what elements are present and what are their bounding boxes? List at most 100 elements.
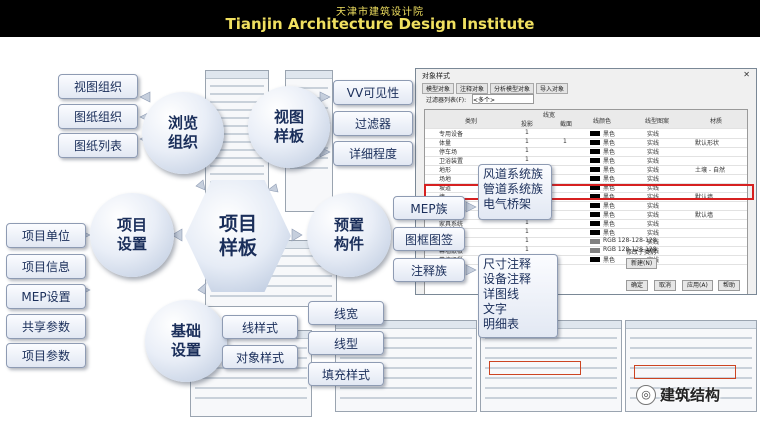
col-cut: 截面 (560, 121, 573, 128)
new-button[interactable]: 新建(N) (626, 258, 658, 269)
filter-label: 过滤器列表(F): (426, 97, 467, 104)
box-view-organization: 视图组织 (58, 74, 138, 99)
cell-line-color: 黑色 (603, 158, 616, 165)
header-bar: 天津市建筑设计院 Tianjin Architecture Design Ins… (0, 0, 760, 37)
color-swatch (590, 239, 600, 244)
box-mep-family: MEP族 (393, 196, 465, 220)
dialog-title: 对象样式 (422, 72, 450, 80)
box-titleblock: 图框图签 (393, 227, 465, 251)
cell-line-pattern: 实线 (647, 149, 660, 156)
cell-line-color: 黑色 (603, 212, 616, 219)
circle-project-settings: 项目设置 (90, 193, 174, 277)
table-row[interactable]: 家具系统 1 黑色 实线 (425, 219, 747, 229)
cell-line-color: 黑色 (603, 221, 616, 228)
color-swatch (590, 176, 600, 181)
cell-material: 默认墙 (695, 194, 714, 201)
tab-model-objects[interactable]: 模型对象 (422, 83, 455, 94)
cell-line-pattern: 实线 (647, 140, 660, 147)
cell-projection: 1 (525, 156, 529, 163)
cell-line-pattern: 实线 (647, 248, 660, 255)
cell-projection: 1 (525, 138, 529, 145)
box-sheet-list: 图纸列表 (58, 133, 138, 158)
box-project-parameters: 项目参数 (6, 343, 86, 368)
color-swatch (590, 194, 600, 199)
cell-line-pattern: 实线 (647, 167, 660, 174)
dialog-close-icon[interactable]: ✕ (743, 70, 750, 79)
watermark-text: 建筑结构 (660, 386, 721, 404)
header-title-cn: 天津市建筑设计院 (336, 7, 424, 18)
tab-annotation-objects[interactable]: 注释对象 (456, 83, 489, 94)
cell-line-pattern: 实线 (647, 221, 660, 228)
cell-category: 卫浴装置 (439, 158, 464, 165)
apply-button[interactable]: 应用(A) (682, 280, 713, 291)
box-mep-items: 风道系统族 管道系统族 电气桥架 (478, 164, 552, 220)
cell-line-pattern: 实线 (647, 194, 660, 201)
cell-line-color: 黑色 (603, 167, 616, 174)
cell-projection: 1 (525, 219, 529, 226)
cell-projection: 1 (525, 237, 529, 244)
color-swatch (590, 230, 600, 235)
cell-line-color: 黑色 (603, 230, 616, 237)
cell-line-pattern: 实线 (647, 203, 660, 210)
cell-category: 家具系统 (439, 221, 464, 228)
box-fill-style: 填充样式 (308, 362, 384, 386)
color-swatch (590, 131, 600, 136)
box-project-units: 项目单位 (6, 223, 86, 248)
color-swatch (590, 257, 600, 262)
cell-category: 场地 (439, 176, 452, 183)
table-row[interactable]: 专用设备 1 黑色 实线 (425, 129, 747, 139)
ok-button[interactable]: 确定 (626, 280, 649, 291)
cell-line-pattern: 实线 (647, 239, 660, 246)
cell-line-pattern: 实线 (647, 176, 660, 183)
help-button[interactable]: 帮助 (718, 280, 741, 291)
cell-line-pattern: 实线 (647, 131, 660, 138)
circle-basic-settings: 基础设置 (145, 300, 227, 382)
header-title-en: Tianjin Architecture Design Institute (225, 15, 535, 33)
color-swatch (590, 212, 600, 217)
cell-line-pattern: 实线 (647, 158, 660, 165)
cell-line-color: 黑色 (603, 131, 616, 138)
wechat-logo-icon: ◎ (636, 384, 656, 405)
cell-projection: 1 (525, 129, 529, 136)
box-project-info: 项目信息 (6, 254, 86, 279)
cell-line-color: 黑色 (603, 257, 616, 264)
col-line-color: 线颜色 (593, 118, 612, 125)
box-line-weight: 线宽 (308, 301, 384, 325)
box-object-style: 对象样式 (222, 345, 298, 369)
wall-row-highlight (424, 184, 754, 200)
color-swatch (590, 221, 600, 226)
table-row[interactable]: 卫浴装置 1 黑色 实线 (425, 156, 747, 166)
color-swatch (590, 167, 600, 172)
box-sheet-organization: 图纸组织 (58, 104, 138, 129)
cell-line-color: 黑色 (603, 185, 616, 192)
cell-category: 坡道 (439, 185, 452, 192)
box-shared-parameters: 共享参数 (6, 314, 86, 339)
cell-line-pattern: 实线 (647, 212, 660, 219)
cell-cut: 1 (563, 138, 567, 145)
col-group-lineweight: 线宽 (543, 112, 556, 119)
box-filters: 过滤器 (333, 111, 413, 136)
filter-select[interactable]: <多个> (472, 94, 534, 104)
cell-material: 默认墙 (695, 212, 714, 219)
col-projection: 投影 (521, 121, 534, 128)
cell-category: 地形 (439, 167, 452, 174)
cell-line-color: 黑色 (603, 203, 616, 210)
cell-projection: 1 (525, 228, 529, 235)
cell-material: 土壤 - 自然 (695, 167, 725, 174)
cell-category: 专用设备 (439, 131, 464, 138)
color-swatch (590, 140, 600, 145)
col-category: 类别 (465, 118, 478, 125)
tab-analytical-objects[interactable]: 分析模型对象 (490, 83, 535, 94)
color-swatch (590, 158, 600, 163)
cell-category: 停车场 (439, 149, 458, 156)
cell-line-color: 黑色 (603, 140, 616, 147)
tab-imported-objects[interactable]: 导入对象 (536, 83, 569, 94)
cancel-button[interactable]: 取消 (654, 280, 677, 291)
subcategory-label: 修改子类别 (626, 249, 657, 256)
col-material: 材质 (710, 118, 723, 125)
color-swatch (590, 185, 600, 190)
cell-line-color: RGB 128-128-128 (603, 237, 657, 244)
